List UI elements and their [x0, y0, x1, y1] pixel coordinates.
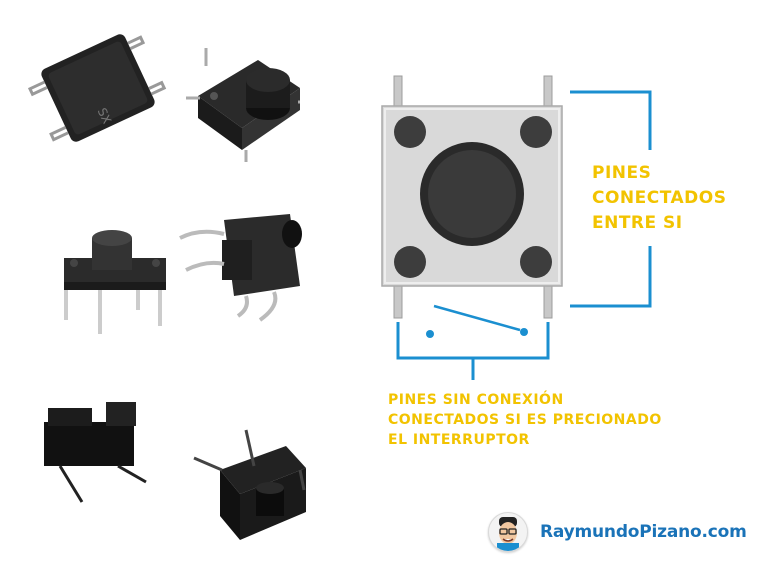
connected-pins-label: PINES CONECTADOS ENTRE SI: [592, 161, 726, 236]
push-button-photos: SX: [27, 34, 306, 540]
switch-contact-symbol: [426, 304, 528, 338]
site-link[interactable]: RaymundoPizano.com: [540, 522, 747, 542]
brand-footer[interactable]: RaymundoPizano.com: [488, 512, 747, 552]
connected-pins-bracket: [570, 90, 652, 308]
switch-photo-front: [64, 230, 166, 334]
switch-photo-side: [179, 214, 302, 322]
unconnected-pins-line-3: EL INTERRUPTOR: [388, 432, 530, 448]
switch-photo-black-side: [44, 402, 147, 503]
switch-photo-top: [186, 48, 300, 162]
unconnected-pins-line-2: CONECTADOS SI ES PRECIONADO: [388, 412, 662, 428]
unconnected-pins-bracket: [396, 322, 550, 380]
switch-corner-dots: [394, 116, 552, 278]
cartoon-face-icon: [488, 512, 528, 552]
connected-pins-line-3: ENTRE SI: [592, 213, 683, 233]
connected-pins-line-2: CONECTADOS: [592, 188, 727, 208]
unconnected-pins-label: PINES SIN CONEXIÓN CONECTADOS SI ES PREC…: [388, 390, 662, 450]
svg-text:SX: SX: [95, 106, 114, 126]
switch-photo-black-front: [193, 429, 306, 540]
switch-photo-bottom: SX: [27, 34, 167, 142]
connected-pins-line-1: PINES: [592, 163, 652, 183]
unconnected-pins-line-1: PINES SIN CONEXIÓN: [388, 392, 564, 408]
